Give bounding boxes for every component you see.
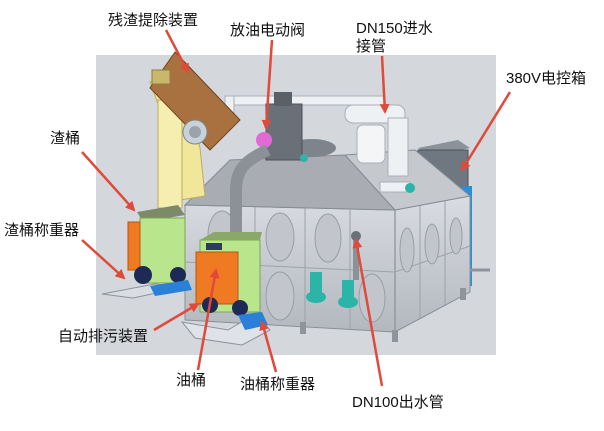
label-outlet-pipe: DN100出水管 [352,394,444,411]
label-inlet-pipe-line1: DN150进水 [356,20,433,37]
residue-bucket [127,205,186,284]
label-oil-scale: 油桶称重器 [240,376,316,393]
oil-drain-valve [230,92,308,245]
arrow-residue-scale [81,239,126,280]
label-oil-drain-valve: 放油电动阀 [230,22,306,39]
arrow-control-box [460,91,512,172]
label-oil-bucket: 油桶 [176,372,207,389]
arrow-residue-bucket [81,151,136,212]
arrow-outlet-pipe [352,238,384,387]
callout-arrows [81,29,512,387]
label-control-box: 380V电控箱 [506,70,587,87]
arrow-inlet-pipe [379,55,390,114]
arrow-oil-scale [259,320,278,373]
label-inlet-pipe-line2: 接管 [356,38,387,55]
arrow-residue-removal [164,29,190,74]
arrow-auto-drain [153,302,200,332]
label-auto-drain: 自动排污装置 [58,328,149,345]
residue-scale-blue [150,280,192,296]
label-residue-scale: 渣桶称重器 [4,222,80,239]
residue-elevator [149,51,241,209]
arrow-oil-bucket [196,268,220,371]
arrow-oil-drain-valve [261,39,274,130]
oil-bucket [195,232,262,316]
label-residue-bucket: 渣桶 [50,130,81,147]
label-residue-removal: 残渣提除装置 [108,12,199,29]
